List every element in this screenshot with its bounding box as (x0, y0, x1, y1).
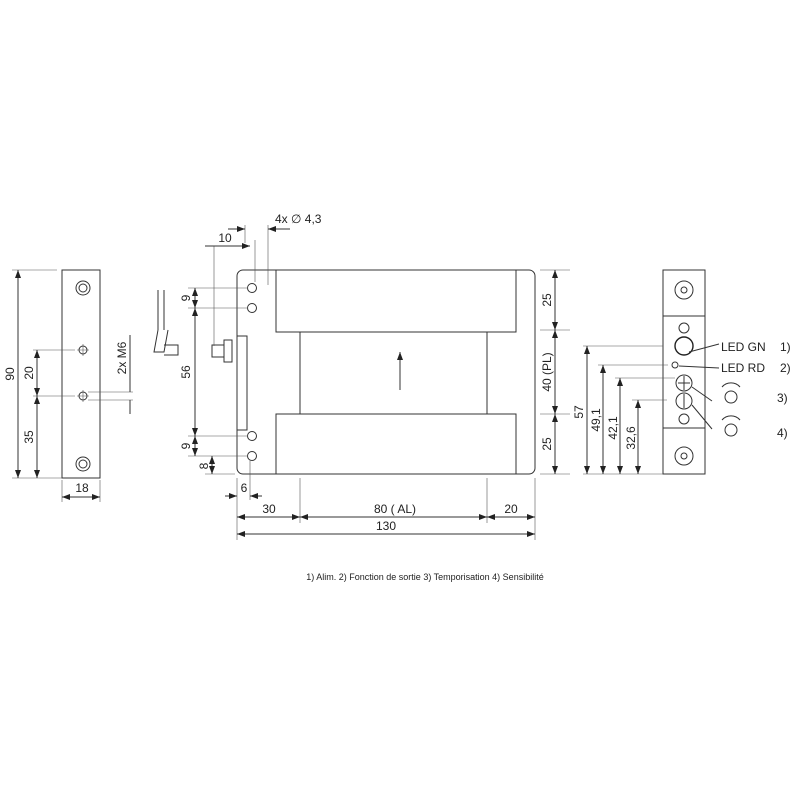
dim-label: 49,1 (589, 408, 603, 432)
side-view: 90 20 35 18 2x M6 (3, 269, 133, 502)
front-body (236, 269, 536, 475)
dim-label: 57 (572, 405, 586, 419)
screw-icon (674, 280, 694, 300)
dim-label: 130 (376, 519, 396, 533)
thread-hole-icon (77, 390, 89, 402)
mount-hole-icon (247, 431, 257, 441)
screw-icon (674, 446, 694, 466)
note-number: 2) (780, 361, 791, 375)
mount-hole-icon (247, 283, 257, 293)
thread-label: 2x M6 (115, 341, 129, 374)
dim-label: 80 ( AL) (374, 502, 416, 516)
dim-label: 20 (22, 366, 36, 380)
led-icon (671, 361, 679, 369)
dim-label: 20 (504, 502, 518, 516)
caption: 1) Alim. 2) Fonction de sortie 3) Tempor… (306, 572, 543, 582)
dim-label: 42,1 (606, 416, 620, 440)
note-number: 1) (780, 340, 791, 354)
led-gn-label: LED GN (721, 340, 766, 354)
thread-hole-icon (77, 344, 89, 356)
note-number: 4) (777, 426, 788, 440)
top-zone (275, 269, 517, 333)
plug-icon (674, 336, 694, 356)
note-number: 3) (777, 391, 788, 405)
mount-hole-icon (247, 451, 257, 461)
dim-label: 18 (75, 481, 89, 495)
dim-label: 6 (241, 481, 248, 495)
side-body (61, 269, 101, 479)
dim-label: 56 (179, 365, 193, 379)
dial-icon (721, 415, 741, 437)
led-rd-label: LED RD (721, 361, 765, 375)
screw-icon (75, 456, 91, 472)
dial-icon (721, 382, 741, 404)
screw-icon (75, 280, 91, 296)
dim-label: 9 (179, 294, 193, 301)
dim-label: 9 (179, 442, 193, 449)
dim-label: 10 (218, 231, 232, 245)
dim-label: 32,6 (624, 426, 638, 450)
front-view: 4x ∅ 4,3 10 9 56 9 8 6 30 80 ( AL) 20 13… (179, 212, 570, 540)
dim-label: 35 (22, 430, 36, 444)
dim-label: 30 (262, 502, 276, 516)
dim-label: 90 (3, 367, 17, 381)
bottom-zone (275, 413, 517, 475)
connector-body (662, 269, 706, 475)
dim-label: 25 (540, 437, 554, 451)
connector-view: 57 49,1 42,1 32,6 LED GN LED RD 1) 2) 3)… (572, 269, 791, 475)
dim-label: 4x ∅ 4,3 (275, 212, 322, 226)
potentiometer-icon (675, 392, 693, 410)
dim-label: 8 (197, 462, 211, 469)
cable-connector-icon (153, 290, 233, 363)
dim-label: 40 (PL) (540, 352, 554, 391)
dim-label: 25 (540, 293, 554, 307)
mount-hole-icon (247, 303, 257, 313)
potentiometer-icon (675, 374, 693, 392)
